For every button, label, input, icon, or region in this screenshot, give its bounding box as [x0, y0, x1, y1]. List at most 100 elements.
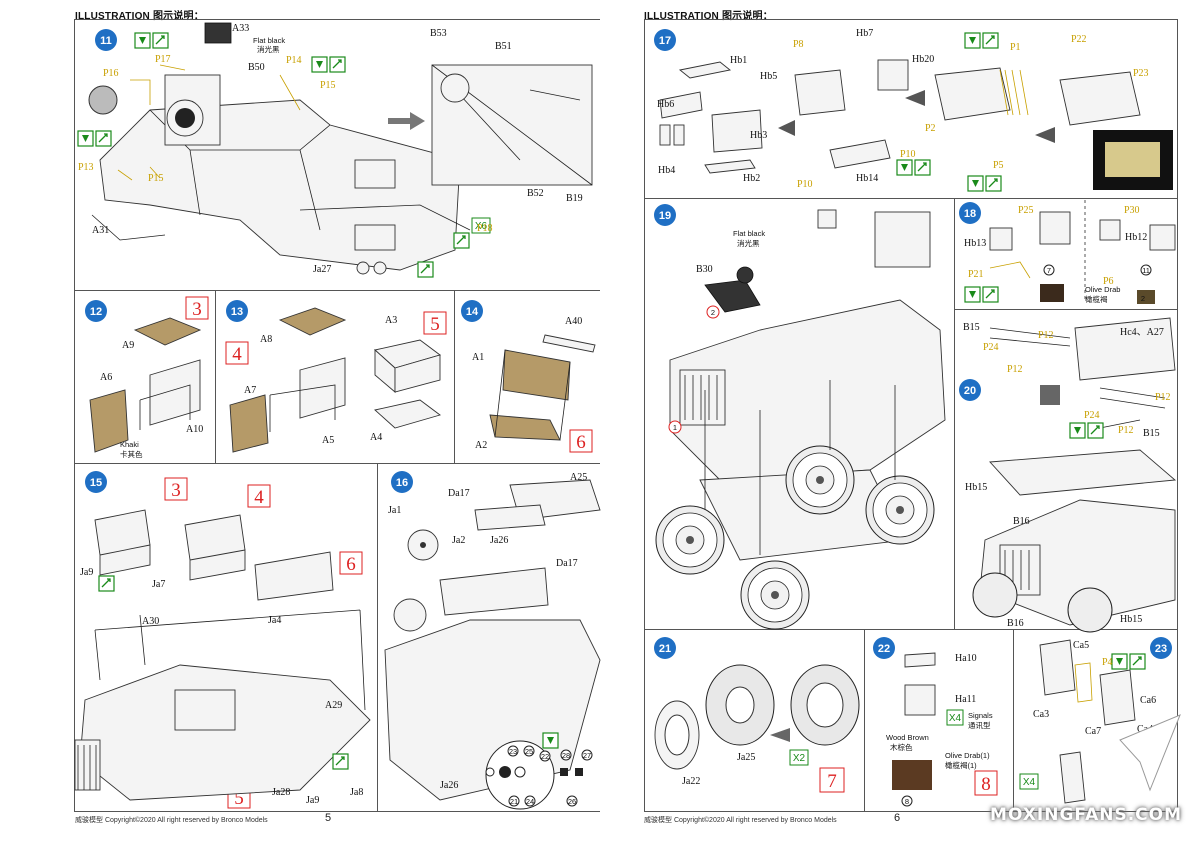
cut-icon	[152, 32, 169, 49]
part-label: B51	[495, 41, 512, 52]
paint-badge: 2	[1141, 294, 1145, 303]
paint-note: Wood Brown	[886, 733, 929, 742]
part-label: Ja26	[490, 535, 508, 546]
cut-icon	[329, 56, 346, 73]
callout-number: 7	[1047, 266, 1051, 275]
callout-number: 11	[1142, 266, 1150, 275]
part-label: P12	[1038, 330, 1054, 341]
hull-body	[99, 99, 461, 271]
paint-note-cn: 橄榄褐	[1085, 294, 1108, 304]
cut-icon	[1087, 422, 1104, 439]
callout-number: 1	[673, 423, 677, 432]
part-label: B30	[696, 264, 713, 275]
part-label: Ca7	[1085, 726, 1101, 737]
part-label: Hb15	[965, 482, 987, 493]
glue-icon	[134, 32, 151, 49]
step-number: 11	[100, 35, 112, 47]
callout-number: 23	[509, 747, 517, 756]
part-label: A31	[92, 225, 109, 236]
part-label: P12	[1155, 392, 1171, 403]
cut-icon	[982, 32, 999, 49]
step-21: 21 X2 7 Ja25 Ja22	[654, 637, 860, 793]
step-number: 22	[878, 643, 890, 655]
part-label: Ca3	[1033, 709, 1049, 720]
part-label: Hb4	[658, 165, 675, 176]
step-number: 23	[1155, 643, 1167, 655]
cut-icon	[332, 753, 349, 770]
part-label: Hb15	[1120, 614, 1142, 625]
glue-icon	[1069, 422, 1086, 439]
cut-icon	[1129, 653, 1146, 670]
part-label: P15	[320, 80, 336, 91]
paint-note: Flat black	[733, 229, 765, 238]
part-label: Hb5	[760, 71, 777, 82]
glue-icon	[311, 56, 328, 73]
part-label: Ja7	[152, 579, 165, 590]
paint-note-cn: 消光黑	[257, 44, 280, 54]
part-label: B50	[248, 62, 265, 73]
watermark: MOXINGFANS.COM	[990, 805, 1182, 825]
step-number: 14	[466, 306, 479, 318]
part-label: A6	[100, 372, 112, 383]
glue-icon	[967, 175, 984, 192]
multiplier: X2	[793, 753, 806, 764]
step-number: 20	[964, 385, 976, 397]
seat-badge: 5	[430, 314, 440, 335]
part-label: P10	[900, 149, 916, 160]
seat-badge: 3	[171, 480, 181, 501]
seat-badge: 6	[346, 554, 356, 575]
part-label: A33	[232, 23, 249, 34]
wheel-badge: 7	[827, 771, 837, 792]
part-label: Hb20	[912, 54, 934, 65]
paint-note-cn: 木棕色	[890, 742, 913, 752]
glue-icon	[964, 32, 981, 49]
glue-icon	[1111, 653, 1128, 670]
part-label: Hb7	[856, 28, 873, 39]
callout-number: 21	[510, 797, 518, 806]
step-number: 12	[90, 306, 102, 318]
part-label: Ja28	[272, 787, 290, 798]
seat-badge: 6	[576, 432, 586, 453]
part-label: P25	[1018, 205, 1034, 216]
paint-note: Flat black	[253, 36, 285, 45]
part-label: B16	[1013, 516, 1030, 527]
part-label: Hb3	[750, 130, 767, 141]
callout-number: 28	[562, 751, 570, 760]
paint-badge: 8	[981, 774, 991, 795]
part-label: A25	[570, 472, 587, 483]
part-label: Ha11	[955, 694, 976, 705]
step-22: 22 X4 Signals 通讯型 Wood Brown 木棕色 Olive D…	[873, 637, 998, 807]
part-label: P24	[983, 342, 999, 353]
callout-number: 24	[526, 797, 534, 806]
glue-icon	[964, 286, 981, 303]
part-label: Ha10	[955, 653, 977, 664]
part-label: B52	[527, 188, 544, 199]
cut-icon	[982, 286, 999, 303]
callout-number: 2	[711, 308, 715, 317]
part-label: Ja27	[313, 264, 331, 275]
part-label: Hb12	[1125, 232, 1147, 243]
part-label: A40	[565, 316, 582, 327]
paint-note: Olive Drab	[1085, 285, 1120, 294]
part-label: P24	[1084, 410, 1100, 421]
paint-note: Khaki	[120, 440, 139, 449]
multiplier: X6	[475, 221, 488, 232]
step-number: 18	[964, 208, 976, 220]
step-19: 19 Flat black 消光黑 B30 2 1	[654, 204, 946, 630]
step-15: 15 3 4 6 5 Ja9 Ja7 A30 Ja4 A29 Ja28 Ja9 …	[74, 471, 371, 809]
paint-note-cn: 卡其色	[120, 449, 143, 459]
part-label: Ja26	[440, 780, 458, 791]
page-number: 6	[894, 812, 901, 824]
part-label: Ca5	[1073, 640, 1089, 651]
page-header: ILLUSTRATION 图示说明：	[75, 11, 204, 22]
cut-icon	[914, 159, 931, 176]
step-11: 11 Flat black 消光黑 X6 A33 B50 P16 P17 P14	[77, 22, 593, 278]
part-label: A1	[472, 352, 484, 363]
cut-icon	[98, 575, 115, 592]
step-number: 17	[659, 35, 671, 47]
step-number: 13	[231, 306, 243, 318]
part-label: A30	[142, 616, 159, 627]
multiplier: X4	[949, 713, 962, 724]
seat-badge: 4	[232, 344, 242, 365]
